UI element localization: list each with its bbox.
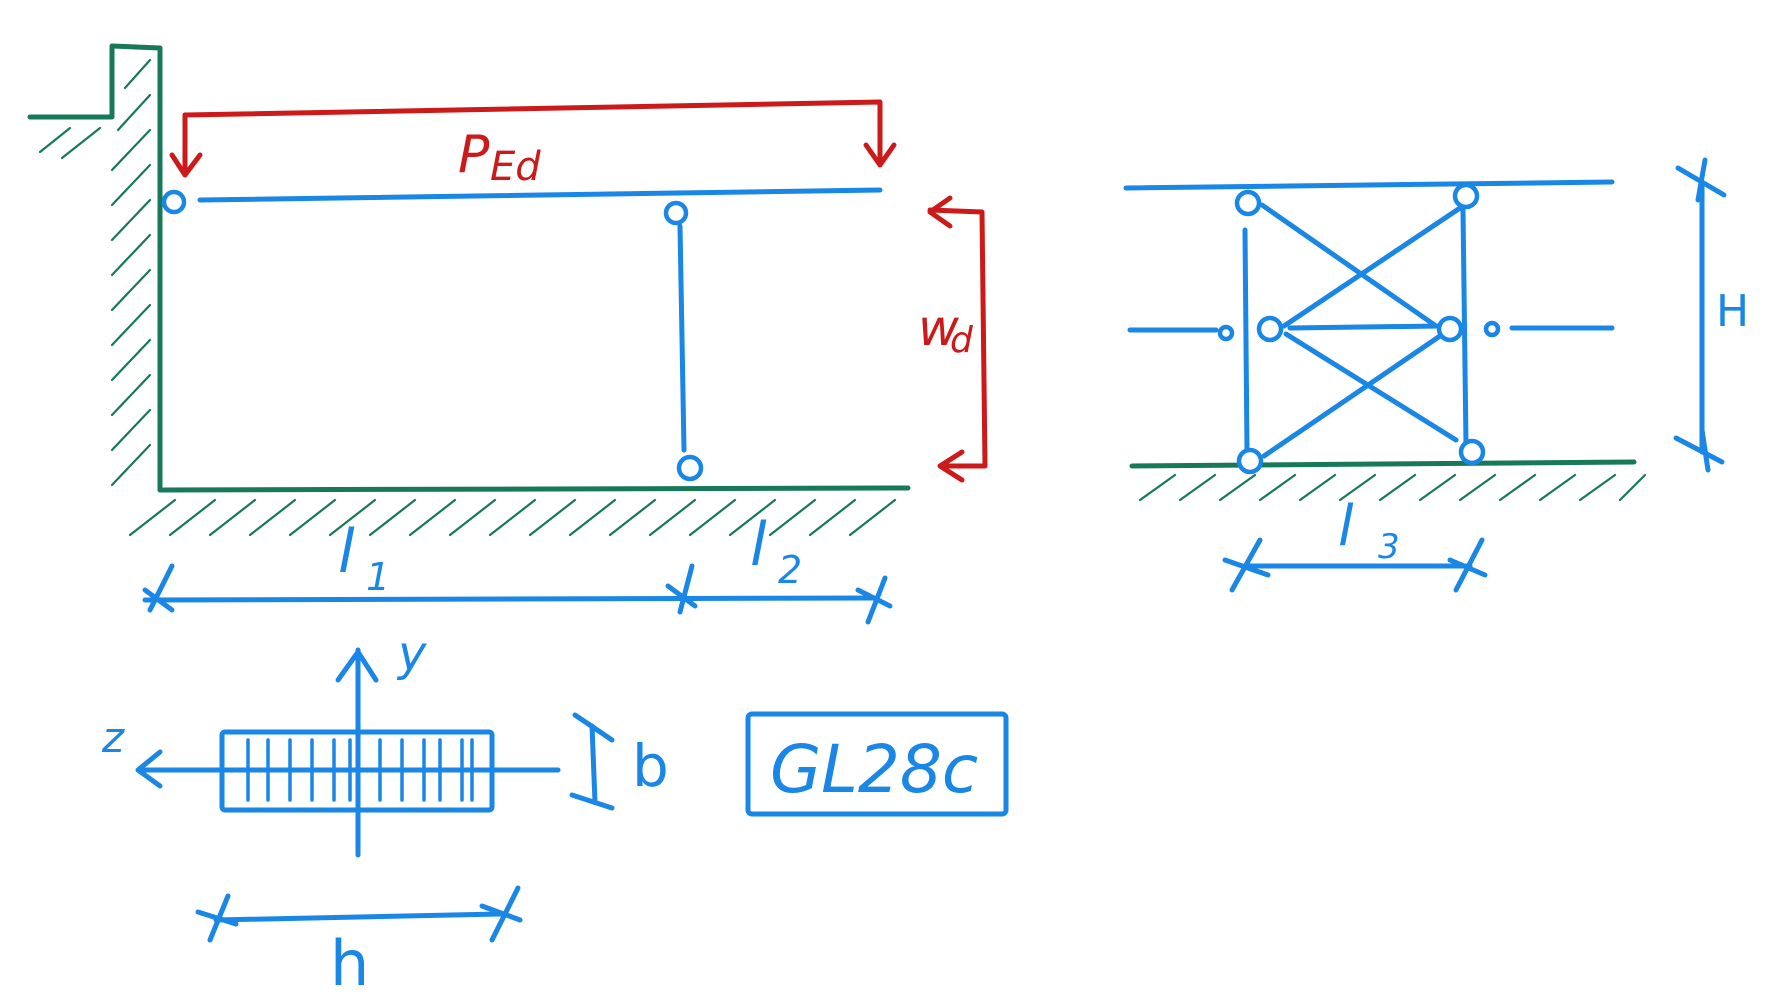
brace-hinge-top-right	[1452, 182, 1480, 210]
load-top-subscript: Ed	[490, 144, 541, 190]
beam	[161, 187, 883, 215]
column-hinge-bottom	[676, 454, 704, 482]
brace-hinge-bottom-right	[1458, 438, 1486, 466]
span-1-subscript: 1	[366, 555, 390, 599]
wall-support	[27, 43, 911, 493]
cross-section: y z b h	[101, 626, 669, 1000]
wind-load: w d	[918, 195, 988, 483]
section-height-label: h	[330, 927, 369, 1000]
brace-hinge-top-left	[1234, 189, 1262, 217]
wall-hatching	[38, 58, 152, 487]
span-3-subscript: 3	[1378, 527, 1400, 567]
column-hinge-top	[663, 200, 689, 226]
column	[663, 200, 704, 482]
brace-hinge-bottom-left	[1236, 447, 1264, 475]
main-frame: P Ed w d l 1 l 2	[27, 43, 988, 625]
wind-load-label: w	[918, 299, 959, 357]
span-dimension: l 1 l 2	[142, 510, 893, 625]
braced-frame: H l 3	[1123, 157, 1749, 593]
axis-z-label: z	[101, 713, 125, 762]
brace-hinge-mid-right	[1436, 315, 1464, 343]
beam-hinge-left	[161, 189, 187, 215]
span-2-label: l	[750, 510, 767, 580]
axis-y-label: y	[396, 626, 427, 682]
ground-hatching	[128, 498, 897, 537]
span-2-subscript: 2	[778, 548, 802, 592]
distributed-load: P Ed	[169, 99, 897, 190]
brace-hinge-mid-outer-right	[1483, 320, 1501, 338]
brace-hinge-mid-left	[1256, 315, 1284, 343]
material-box: GL28c	[745, 711, 1009, 817]
height-label: H	[1716, 286, 1749, 337]
span-3-label: l	[1338, 494, 1354, 559]
brace-hinge-mid-outer-left	[1217, 324, 1235, 342]
section-width-label: b	[632, 732, 669, 800]
span-1-label: l	[338, 517, 355, 587]
load-top-label: P	[458, 125, 490, 185]
braced-ground-hatching	[1138, 473, 1647, 502]
wind-load-subscript: d	[950, 320, 974, 361]
material-label: GL28c	[770, 731, 978, 808]
